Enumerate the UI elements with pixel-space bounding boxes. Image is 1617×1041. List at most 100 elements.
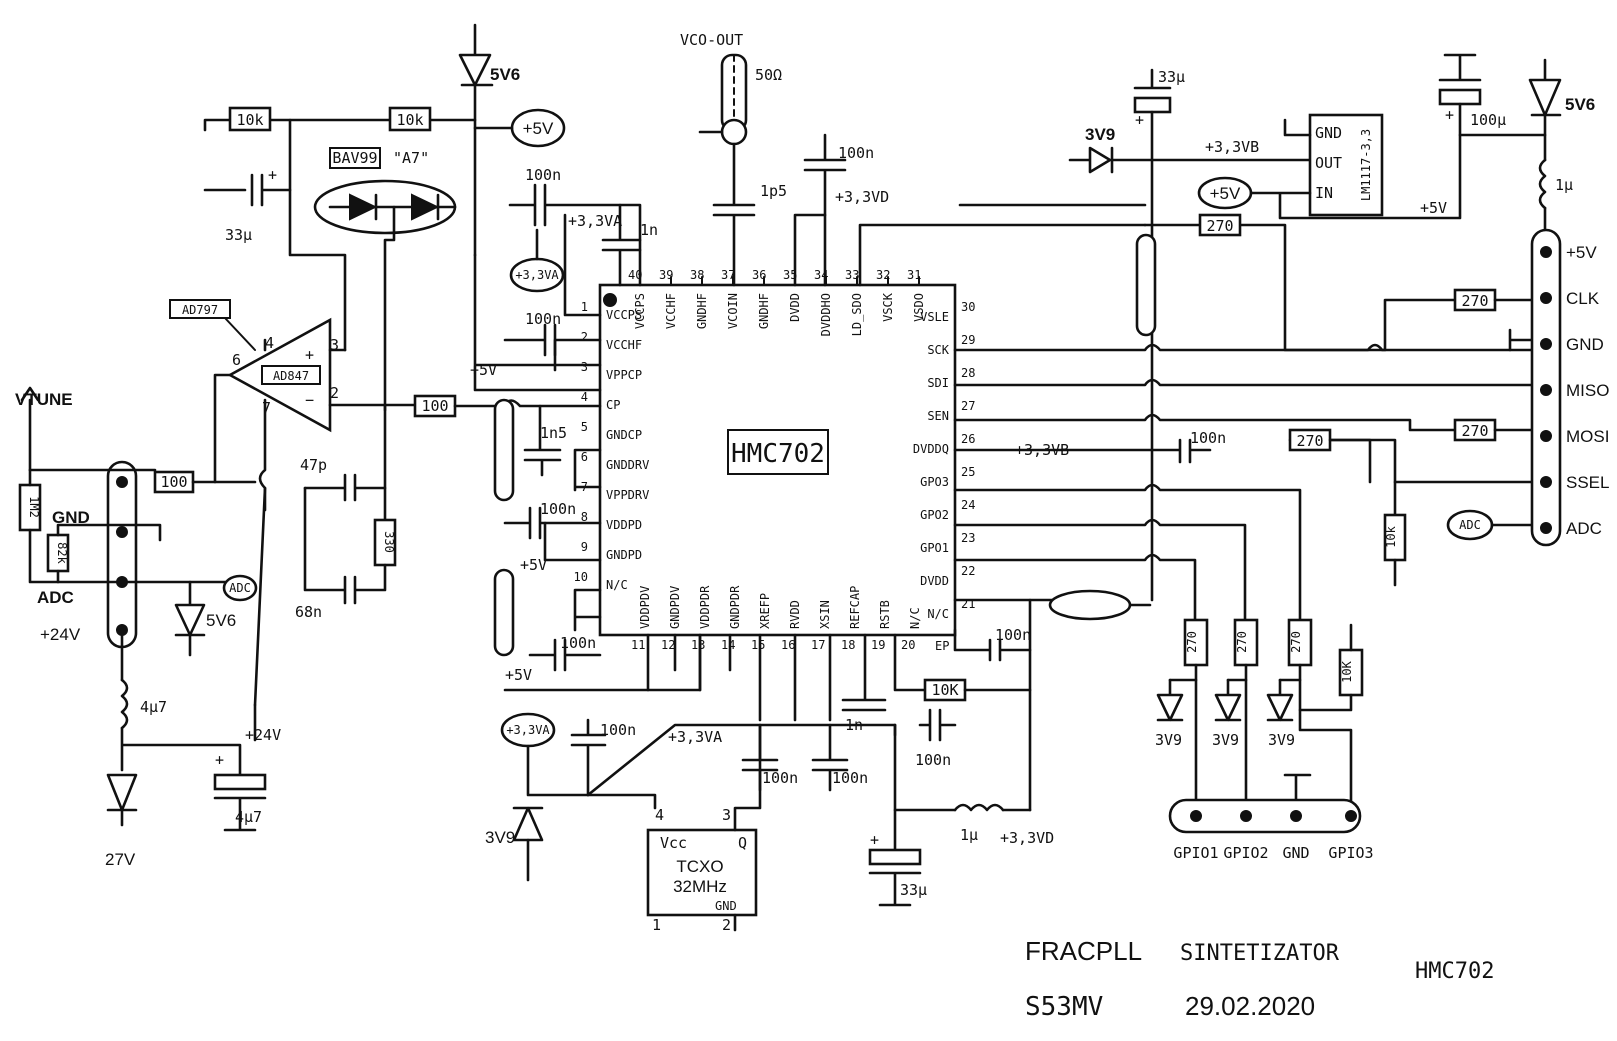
svg-text:3: 3 bbox=[330, 336, 339, 354]
svg-text:5V6: 5V6 bbox=[1565, 95, 1595, 114]
connector-label: MISO bbox=[1566, 381, 1609, 400]
pin-name: GPO1 bbox=[920, 541, 949, 555]
svg-text:GND: GND bbox=[1315, 124, 1342, 142]
pin-name: VCCPS bbox=[606, 308, 642, 322]
pin-number: 3 bbox=[581, 360, 588, 374]
pin-name: SDI bbox=[927, 376, 949, 390]
connector-label: CLK bbox=[1566, 289, 1600, 308]
svg-text:ADC: ADC bbox=[1459, 518, 1481, 532]
svg-text:3: 3 bbox=[722, 806, 731, 824]
gpio-area: 270 270 270 10K 3V9 3V9 3V9 bbox=[1155, 618, 1364, 834]
svg-text:+3,3VA: +3,3VA bbox=[668, 728, 722, 746]
pin-number: 17 bbox=[811, 638, 825, 652]
connector-pin bbox=[1540, 476, 1552, 488]
pin-name: DVDDQ bbox=[913, 442, 949, 456]
pin-name: DVDD bbox=[788, 293, 802, 322]
svg-text:3V9: 3V9 bbox=[485, 828, 515, 847]
svg-text:100n: 100n bbox=[540, 500, 576, 518]
pin-number: 1 bbox=[581, 300, 588, 314]
svg-text:+5V: +5V bbox=[1210, 184, 1241, 203]
pin-name: GNDHF bbox=[757, 293, 771, 329]
svg-text:100μ: 100μ bbox=[1470, 111, 1506, 129]
connector-pin bbox=[1345, 810, 1357, 822]
p3v3d-top: +3,3VD bbox=[835, 188, 889, 206]
svg-text:330: 330 bbox=[382, 531, 396, 553]
svg-text:+3,3VA: +3,3VA bbox=[568, 212, 622, 230]
svg-text:3V9: 3V9 bbox=[1268, 731, 1295, 749]
svg-text:100n: 100n bbox=[560, 634, 596, 652]
svg-text:2: 2 bbox=[330, 384, 339, 402]
svg-text:270: 270 bbox=[1185, 631, 1199, 653]
pin-name: GNDCP bbox=[606, 428, 642, 442]
pin-number: 16 bbox=[781, 638, 795, 652]
footer-part: HMC702 bbox=[1415, 959, 1494, 984]
svg-text:OUT: OUT bbox=[1315, 154, 1342, 172]
pin-name: CP bbox=[606, 398, 620, 412]
svg-text:100n: 100n bbox=[838, 144, 874, 162]
svg-text:Q: Q bbox=[738, 834, 747, 852]
svg-text:100n: 100n bbox=[995, 626, 1031, 644]
svg-text:10K: 10K bbox=[931, 681, 958, 699]
svg-text:100n: 100n bbox=[762, 769, 798, 787]
pin-name: SEN bbox=[927, 409, 949, 423]
pin-number: 18 bbox=[841, 638, 855, 652]
svg-text:1μ: 1μ bbox=[960, 826, 978, 844]
svg-text:47p: 47p bbox=[300, 456, 327, 474]
op-amp: AD797 AD847 6 4 7 3 2 + − bbox=[169, 299, 417, 742]
pin-number: 9 bbox=[581, 540, 588, 554]
tcxo: Vcc Q TCXO 32MHz GND 4 3 1 2 bbox=[646, 723, 762, 934]
svg-text:100n: 100n bbox=[832, 769, 868, 787]
cap-1p5-label: 1p5 bbox=[760, 182, 787, 200]
pin-number: 39 bbox=[659, 268, 673, 282]
pin-name: VDDPD bbox=[606, 518, 642, 532]
svg-text:1μ: 1μ bbox=[1555, 176, 1573, 194]
footer-title: FRACPLL bbox=[1025, 936, 1142, 966]
pin-number: 6 bbox=[581, 450, 588, 464]
svg-text:270: 270 bbox=[1289, 631, 1303, 653]
pin-name: VDDPDR bbox=[698, 585, 712, 629]
pin-name: GNDHF bbox=[695, 293, 709, 329]
pin-number: 5 bbox=[581, 420, 588, 434]
pin-number: 2 bbox=[581, 330, 588, 344]
pin-name: REFCAP bbox=[848, 586, 862, 629]
svg-text:5V6: 5V6 bbox=[206, 611, 236, 630]
svg-text:+: + bbox=[305, 346, 314, 364]
svg-text:+3,3VB: +3,3VB bbox=[1015, 441, 1069, 459]
svg-text:IN: IN bbox=[1315, 184, 1333, 202]
svg-text:3V9: 3V9 bbox=[1155, 731, 1182, 749]
connector-label: GND bbox=[1282, 844, 1309, 862]
ep-label: EP bbox=[935, 639, 949, 653]
svg-text:10K: 10K bbox=[1340, 660, 1354, 682]
svg-text:−: − bbox=[305, 391, 314, 409]
pin-number: 25 bbox=[961, 465, 975, 479]
svg-text:+3,3VA: +3,3VA bbox=[506, 723, 550, 737]
connector-label: GPIO2 bbox=[1223, 844, 1268, 862]
pin-name: N/C bbox=[908, 607, 922, 629]
pin-number: 19 bbox=[871, 638, 885, 652]
pin-number: 8 bbox=[581, 510, 588, 524]
pin-number: 26 bbox=[961, 432, 975, 446]
svg-text:BAV99: BAV99 bbox=[332, 149, 377, 167]
svg-text:82k: 82k bbox=[55, 542, 69, 564]
svg-text:27V: 27V bbox=[105, 850, 136, 869]
pin-name: GPO2 bbox=[920, 508, 949, 522]
svg-text:+24V: +24V bbox=[245, 726, 281, 744]
pin-name: VCOIN bbox=[726, 293, 740, 329]
svg-text:1: 1 bbox=[652, 916, 661, 934]
pin-number: 23 bbox=[961, 531, 975, 545]
pins-bottom: 11VDDPDV12GNDPDV13VDDPDR14GNDPDR15XREFP1… bbox=[631, 585, 922, 652]
svg-text:1n5: 1n5 bbox=[540, 424, 567, 442]
svg-text:270: 270 bbox=[1206, 217, 1233, 235]
svg-text:AD847: AD847 bbox=[273, 369, 309, 383]
connector-pin bbox=[1540, 384, 1552, 396]
connector-label: ADC bbox=[1566, 519, 1602, 538]
pin-number: 10 bbox=[574, 570, 588, 584]
pin-number: 28 bbox=[961, 366, 975, 380]
pin-number: 13 bbox=[691, 638, 705, 652]
footer: FRACPLL SINTETIZATOR HMC702 S53MV 29.02.… bbox=[1025, 936, 1494, 1022]
svg-text:270: 270 bbox=[1461, 422, 1488, 440]
svg-text:Vcc: Vcc bbox=[660, 834, 687, 852]
bottom-network: 1n 10K 100n bbox=[646, 589, 1152, 812]
connector-pin bbox=[1290, 810, 1302, 822]
